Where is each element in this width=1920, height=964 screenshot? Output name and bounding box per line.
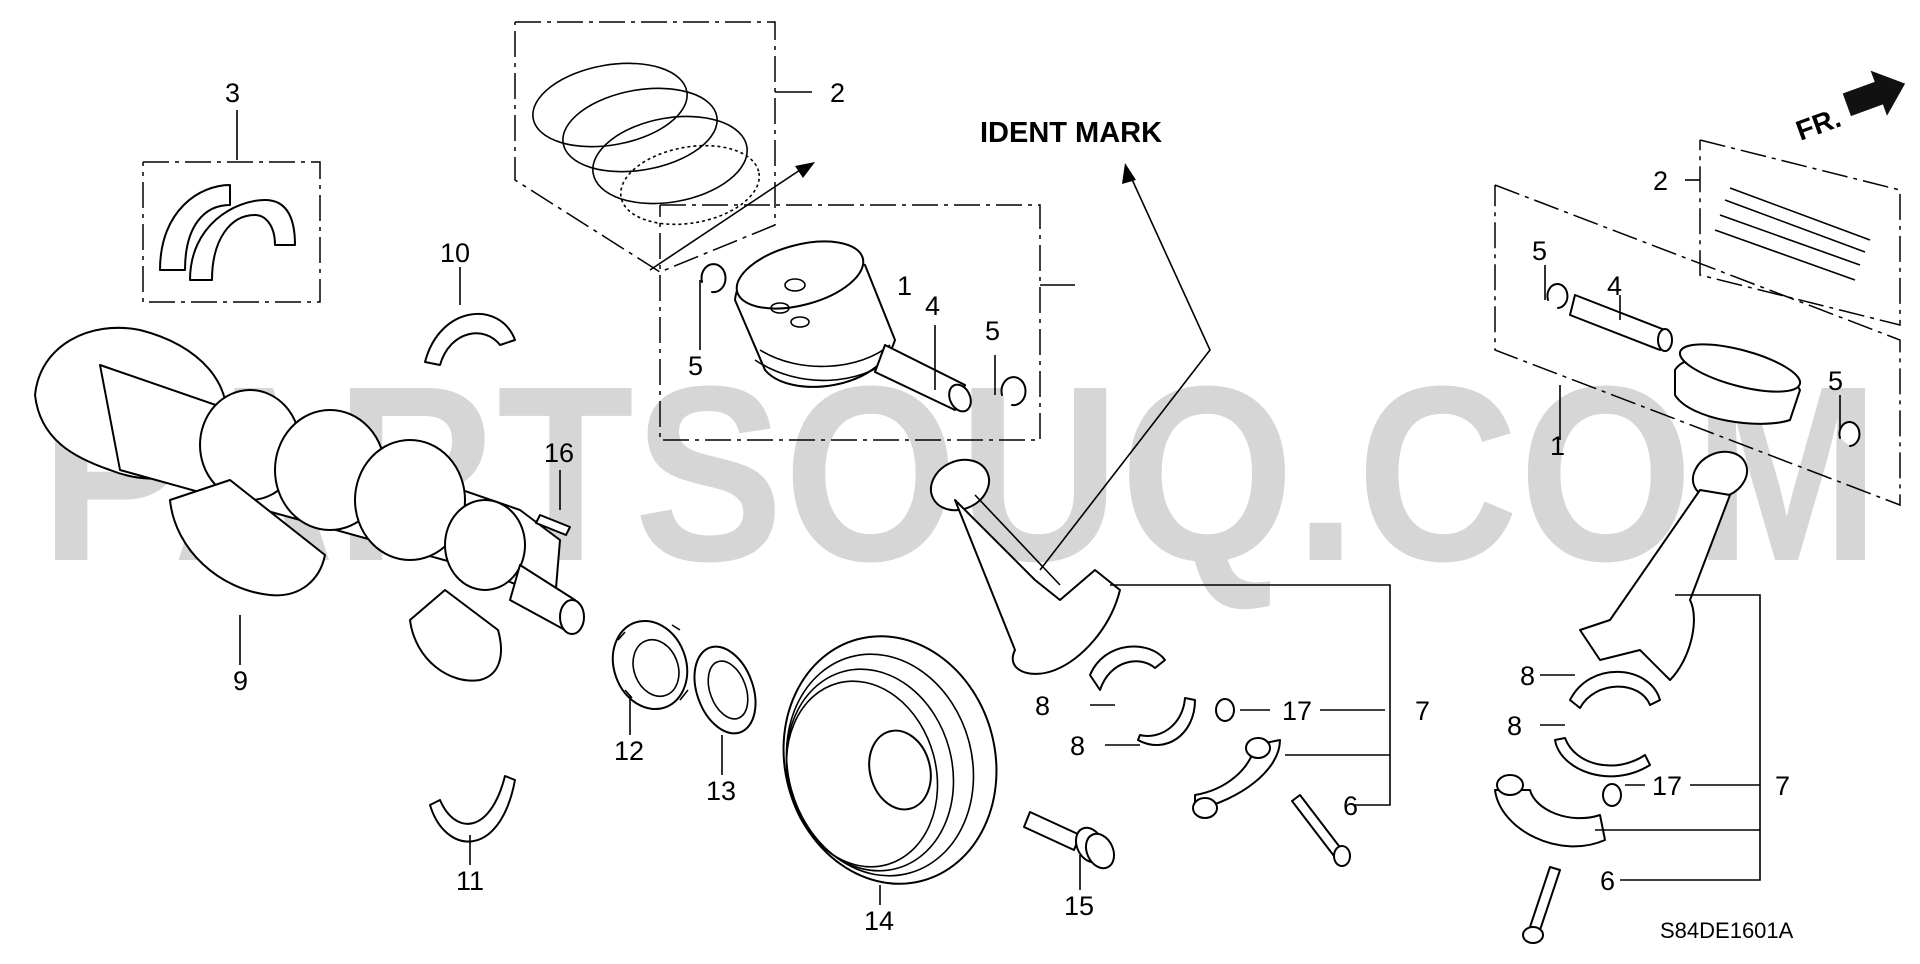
conrod-bearing-left-lower [1137, 697, 1196, 746]
piston-ring-set-left [514, 21, 776, 273]
callout: 13 [706, 776, 736, 806]
callout: 1 [897, 271, 912, 301]
leader-lines [236, 91, 1841, 905]
dowel-pin [535, 514, 571, 536]
conrod-bolt-left [1291, 794, 1351, 867]
piston-pin-left [874, 344, 972, 413]
callout: 4 [1607, 271, 1622, 301]
conrod-bolt-right [1522, 866, 1561, 944]
callout: 7 [1415, 696, 1430, 726]
pulley-bolt [1023, 811, 1116, 870]
main-bearing-upper [424, 313, 516, 366]
front-arrow-label: FR. [1792, 102, 1845, 147]
callout-numbers: 1 1 2 2 3 4 4 5 5 5 5 6 6 7 7 8 8 8 8 9 … [225, 78, 1843, 936]
callout: 8 [1520, 661, 1535, 691]
main-bearing-lower [429, 775, 516, 843]
connecting-rod-left [929, 458, 1121, 675]
callout: 2 [1653, 166, 1668, 196]
oil-seal [693, 645, 757, 735]
front-arrow: FR. [1792, 70, 1906, 147]
callout: 8 [1507, 711, 1522, 741]
crank-sprocket [611, 619, 689, 711]
callout: 6 [1343, 791, 1358, 821]
callout: 1 [1550, 431, 1565, 461]
callout: 12 [614, 736, 644, 766]
callout: 2 [830, 78, 845, 108]
callout: 16 [544, 438, 574, 468]
callout: 8 [1035, 691, 1050, 721]
piston-assembly-right [1494, 184, 1901, 507]
callout: 14 [864, 906, 894, 936]
callout: 6 [1600, 866, 1615, 896]
callout: 7 [1775, 771, 1790, 801]
dowel-right [1602, 783, 1622, 807]
conrod-cap-left [1192, 737, 1281, 819]
ident-mark-label: IDENT MARK [980, 117, 1162, 149]
piston-ring-set-right [1699, 139, 1901, 326]
conrod-bearing-right-lower [1554, 737, 1651, 778]
connecting-rod-right [1579, 450, 1749, 681]
conrod-bearing-right-upper [1569, 670, 1661, 709]
snap-ring-left-a [700, 263, 727, 294]
callout: 10 [440, 238, 470, 268]
dowel-left [1215, 698, 1235, 722]
diagram-code: S84DE1601A [1660, 918, 1794, 943]
callout: 5 [688, 351, 703, 381]
callout: 4 [925, 291, 940, 321]
thrust-washer-set [142, 161, 321, 303]
callout: 17 [1652, 771, 1682, 801]
snap-ring-left-b [1000, 376, 1027, 407]
callout: 17 [1282, 696, 1312, 726]
conrod-cap-right [1494, 774, 1606, 848]
callout: 15 [1064, 891, 1094, 921]
front-arrow-icon [1842, 70, 1906, 117]
callout: 11 [456, 866, 484, 896]
crankshaft [34, 326, 585, 682]
callout: 5 [985, 316, 1000, 346]
callout: 8 [1070, 731, 1085, 761]
callout: 9 [233, 666, 248, 696]
conrod-bearing-left-upper [1089, 645, 1166, 691]
piston-assembly-left [659, 204, 1041, 441]
crank-pulley [782, 635, 998, 885]
callout: 5 [1532, 236, 1547, 266]
callout: 3 [225, 78, 240, 108]
callout: 5 [1828, 366, 1843, 396]
